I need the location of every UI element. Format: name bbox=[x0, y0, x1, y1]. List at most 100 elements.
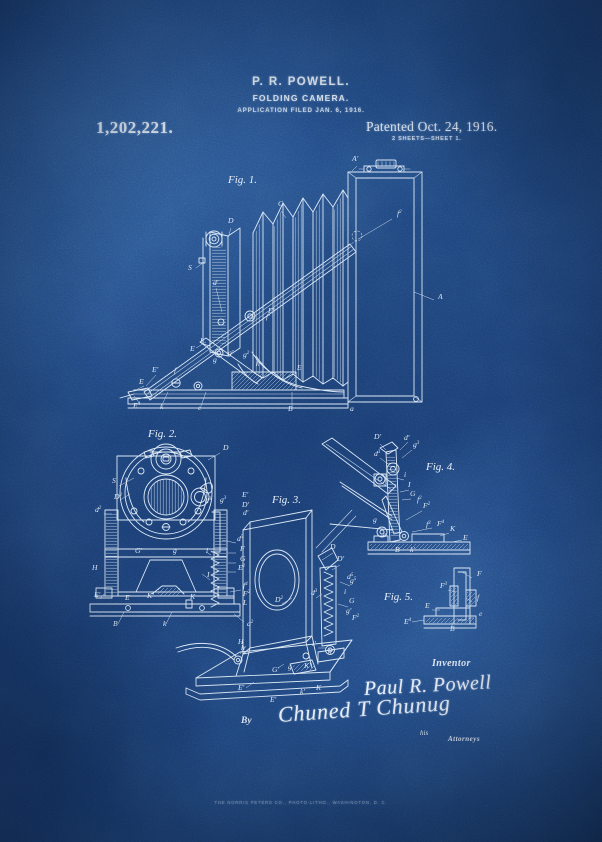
reference-character: E2 bbox=[237, 563, 246, 572]
reference-character: i bbox=[404, 470, 406, 479]
reference-character: E bbox=[189, 344, 195, 353]
reference-character: E' bbox=[151, 365, 159, 374]
reference-character: F2 bbox=[242, 589, 251, 598]
figure-3-group: Fig. 3. bbox=[175, 494, 357, 701]
reference-character: E' bbox=[241, 490, 249, 499]
reference-character: S bbox=[112, 476, 116, 485]
reference-character: S bbox=[188, 263, 192, 272]
reference-character: F2 bbox=[422, 501, 431, 510]
reference-character: E' bbox=[269, 695, 277, 704]
reference-character: I bbox=[206, 570, 210, 579]
reference-character: k' bbox=[410, 545, 415, 554]
inventor-caption: Inventor bbox=[432, 658, 471, 669]
reference-character: i bbox=[344, 587, 346, 596]
reference-character: G bbox=[240, 554, 246, 563]
reference-character: E4 bbox=[403, 617, 412, 626]
reference-character: I bbox=[199, 336, 203, 345]
reference-character: E4 bbox=[132, 401, 141, 410]
coil-spring-fig3 bbox=[323, 571, 334, 637]
reference-character: E' bbox=[93, 590, 101, 599]
figure-3-label: Fig. 3. bbox=[271, 494, 301, 506]
reference-character: g2 bbox=[243, 350, 250, 359]
reference-character: F4 bbox=[436, 519, 445, 528]
reference-character: K' bbox=[146, 591, 154, 600]
reference-character: i' bbox=[312, 639, 316, 648]
reference-character: A' bbox=[351, 154, 359, 163]
figure-1-group: Fig. 1. bbox=[119, 159, 435, 409]
figure-2-label: Fig. 2. bbox=[147, 428, 177, 440]
reference-character: B bbox=[288, 404, 293, 413]
reference-character: a bbox=[350, 404, 354, 413]
reference-character: e bbox=[479, 609, 483, 618]
reference-character: H bbox=[91, 563, 98, 572]
reference-character: L bbox=[242, 598, 247, 607]
figure-1-label: Fig. 1. bbox=[227, 174, 257, 186]
reference-character: I bbox=[407, 480, 411, 489]
reference-character: F2 bbox=[351, 613, 360, 622]
reference-character: i bbox=[206, 546, 208, 555]
reference-character: d' bbox=[404, 433, 410, 442]
reference-character: k bbox=[160, 402, 164, 411]
reference-character: f2 bbox=[417, 495, 422, 504]
reference-character: d2 bbox=[95, 505, 102, 514]
figure-4-label: Fig. 4. bbox=[425, 461, 455, 473]
by-caption: By bbox=[241, 716, 252, 726]
reference-character: B bbox=[113, 619, 118, 628]
reference-character: h bbox=[241, 643, 245, 652]
reference-character: g bbox=[288, 662, 292, 671]
reference-character: g3 bbox=[220, 495, 227, 504]
reference-character: g bbox=[373, 515, 377, 524]
reference-character: d' bbox=[213, 278, 219, 287]
reference-character: f3 bbox=[426, 520, 431, 529]
reference-character: g' bbox=[228, 348, 234, 357]
reference-character: E bbox=[462, 533, 468, 542]
reference-character: F bbox=[476, 569, 482, 578]
reference-character: E' bbox=[237, 683, 245, 692]
reference-character: f2 bbox=[397, 209, 402, 218]
reference-character: g5 bbox=[350, 576, 357, 585]
reference-character: A bbox=[437, 292, 443, 301]
reference-character: g3 bbox=[413, 440, 420, 449]
figure-5-label: Fig. 5. bbox=[383, 591, 413, 603]
attorneys-caption: Attorneys bbox=[448, 735, 481, 743]
reference-character: f bbox=[477, 593, 480, 602]
reference-character: D bbox=[329, 542, 336, 551]
reference-character: g bbox=[213, 355, 217, 364]
reference-character: k' bbox=[300, 687, 305, 696]
reference-character: K bbox=[449, 524, 456, 533]
reference-character: f' bbox=[266, 312, 270, 321]
reference-character: d3 bbox=[374, 449, 381, 458]
reference-character: E' bbox=[296, 363, 304, 372]
reference-character: D bbox=[227, 216, 234, 225]
reference-character: G' bbox=[272, 665, 279, 674]
reference-character: d3 bbox=[311, 588, 318, 597]
reference-character: E bbox=[424, 601, 430, 610]
figure-5-group: Fig. 5. bbox=[383, 567, 477, 629]
reference-character: D2 bbox=[274, 595, 283, 604]
front-standard-fig1 bbox=[195, 227, 241, 358]
reference-character: B bbox=[395, 545, 400, 554]
figure-4-group: Fig. 4. bbox=[321, 437, 471, 555]
reference-character: a2 bbox=[247, 619, 254, 628]
printer-credit-footer: THE NORRIS PETERS CO., PHOTO-LITHO., WAS… bbox=[214, 800, 388, 805]
reference-character: h bbox=[256, 359, 260, 368]
figure-2-group: Fig. 2. bbox=[89, 428, 245, 625]
reference-character: d' bbox=[243, 508, 249, 517]
reference-character: g bbox=[173, 546, 177, 555]
reference-character: B bbox=[450, 624, 455, 633]
reference-character: D bbox=[222, 443, 229, 452]
reference-character: g' bbox=[346, 606, 352, 615]
his-caption: his bbox=[420, 729, 429, 737]
reference-character: D' bbox=[373, 432, 381, 441]
reference-character: K bbox=[189, 592, 196, 601]
reference-character: G bbox=[349, 596, 355, 605]
reference-character: F3 bbox=[439, 581, 448, 590]
reference-character: D' bbox=[336, 554, 344, 563]
reference-character: E bbox=[124, 593, 130, 602]
reference-character: E bbox=[138, 377, 144, 386]
reference-character: K' bbox=[303, 661, 311, 670]
reference-character: K bbox=[315, 683, 322, 692]
reference-character: k' bbox=[328, 647, 333, 656]
reference-character: G' bbox=[135, 546, 142, 555]
reference-character: f bbox=[174, 366, 177, 375]
